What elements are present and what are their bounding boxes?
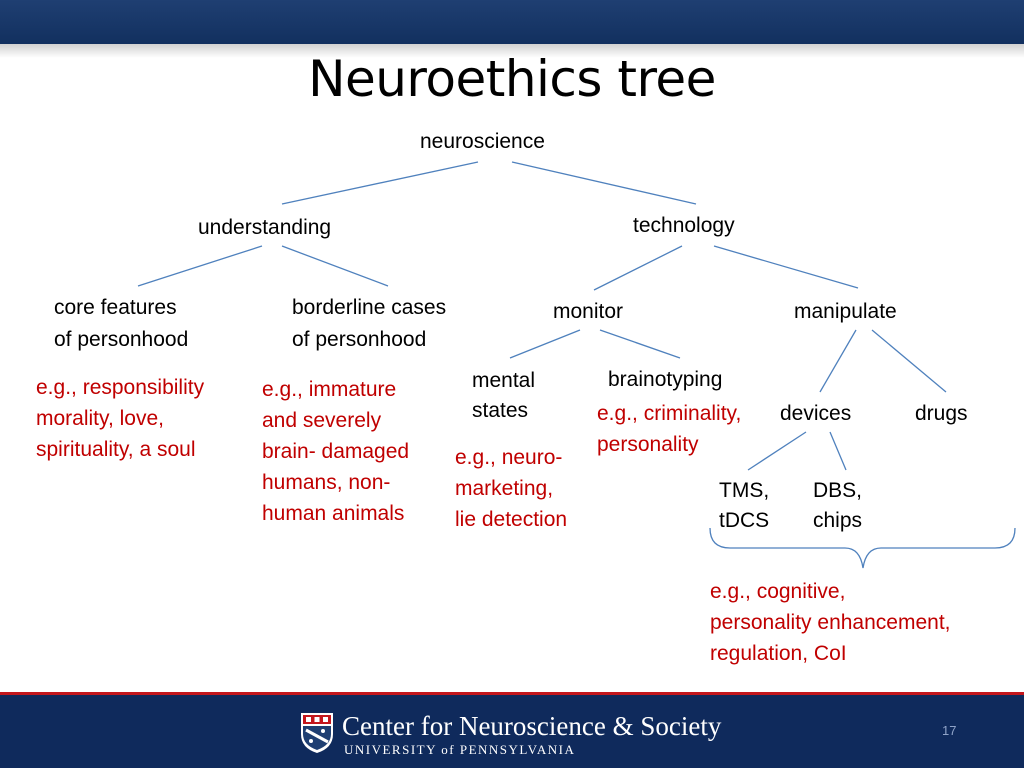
node-tms-line2: tDCS	[719, 509, 770, 532]
node-dbs-chips: DBS, chips	[813, 476, 862, 536]
header-bar	[0, 0, 1024, 44]
example-mental-line3: lie detection	[455, 508, 568, 531]
example-mental-line1: e.g., neuro-	[455, 446, 563, 469]
node-core-features-line2: of personhood	[54, 328, 189, 351]
example-core-line2: morality, love,	[36, 407, 164, 430]
example-devices-line1: e.g., cognitive,	[710, 580, 846, 603]
example-devices: e.g., cognitive, personality enhancement…	[710, 576, 951, 669]
edge-monitor-mental	[509, 329, 581, 359]
node-dbs-line1: DBS,	[813, 479, 863, 502]
center-name: Center for Neuroscience & Society	[342, 711, 722, 741]
edge-manipulate-drugs	[871, 329, 947, 393]
header-shadow	[0, 44, 1024, 58]
example-core-features: e.g., responsibility morality, love, spi…	[36, 372, 204, 465]
node-mental-states: mental states	[472, 366, 535, 426]
edge-devices-tms	[747, 431, 807, 471]
example-brainotyping-line2: personality	[597, 433, 699, 456]
example-devices-line2: personality enhancement,	[710, 611, 951, 634]
node-monitor: monitor	[553, 300, 624, 323]
devices-brace	[709, 527, 1016, 569]
node-drugs: drugs	[915, 402, 968, 425]
page-number: 17	[942, 723, 957, 738]
node-borderline-cases-line2: of personhood	[292, 328, 427, 351]
example-borderline-line4: humans, non-	[262, 471, 391, 494]
penn-shield-icon	[301, 713, 333, 753]
edge-root-understanding	[281, 161, 479, 205]
example-borderline-line3: brain- damaged	[262, 440, 410, 463]
footer-bar: Center for Neuroscience & Society UNIVER…	[0, 692, 1024, 768]
node-dbs-line2: chips	[813, 509, 863, 532]
edge-devices-dbs	[829, 431, 847, 471]
node-tms-line1: TMS,	[719, 479, 770, 502]
node-mental-states-line2: states	[472, 399, 529, 422]
edge-technology-monitor	[593, 245, 683, 291]
example-borderline-line2: and severely	[262, 409, 382, 432]
edge-technology-manipulate	[713, 245, 859, 289]
node-technology: technology	[633, 214, 735, 237]
example-borderline-line5: human animals	[262, 502, 405, 525]
node-neuroscience: neuroscience	[420, 130, 545, 153]
slide-title: Neuroethics tree	[308, 50, 716, 108]
edge-manipulate-devices	[819, 329, 857, 393]
node-core-features-line1: core features	[54, 296, 177, 319]
university-name: UNIVERSITY of PENNSYLVANIA	[344, 742, 576, 757]
node-understanding: understanding	[198, 216, 332, 239]
example-brainotyping: e.g., criminality, personality	[597, 398, 741, 460]
example-brainotyping-line1: e.g., criminality,	[597, 402, 742, 425]
example-mental-states: e.g., neuro- marketing, lie detection	[455, 442, 567, 535]
node-manipulate: manipulate	[794, 300, 897, 323]
example-borderline: e.g., immature and severely brain- damag…	[262, 374, 409, 529]
edge-understanding-core	[137, 245, 263, 287]
node-mental-states-line1: mental	[472, 369, 536, 392]
node-core-features: core features of personhood	[54, 292, 188, 356]
node-tms-tdcs: TMS, tDCS	[719, 476, 769, 536]
node-devices: devices	[780, 402, 852, 425]
example-devices-line3: regulation, CoI	[710, 642, 847, 665]
example-core-line1: e.g., responsibility	[36, 376, 205, 399]
edge-understanding-borderline	[281, 245, 389, 287]
node-borderline-cases-line1: borderline cases	[292, 296, 447, 319]
example-mental-line2: marketing,	[455, 477, 554, 500]
example-core-line3: spirituality, a soul	[36, 438, 196, 461]
example-borderline-line1: e.g., immature	[262, 378, 397, 401]
edge-root-technology	[511, 161, 697, 205]
node-borderline-cases: borderline cases of personhood	[292, 292, 446, 356]
node-brainotyping: brainotyping	[608, 368, 723, 391]
edge-monitor-brainotyping	[599, 329, 681, 359]
